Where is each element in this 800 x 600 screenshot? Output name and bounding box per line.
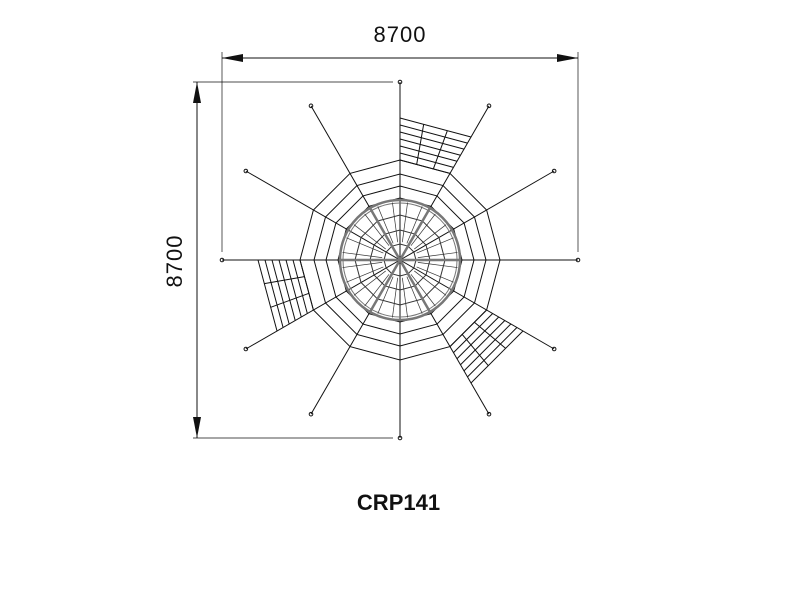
inner-net-line <box>417 262 458 268</box>
anchor-point-icon <box>308 103 314 109</box>
inner-net-line <box>392 202 398 243</box>
ladder-rung <box>399 138 461 156</box>
ladder-rung <box>285 259 302 318</box>
ladder-rung <box>399 131 465 150</box>
ladder-rung <box>399 152 454 168</box>
inner-net-line <box>353 270 386 296</box>
ladder-rung <box>470 330 524 384</box>
anchor-point-icon <box>486 103 492 109</box>
ladder-rail <box>416 124 425 165</box>
net-ring <box>313 173 487 347</box>
ladder-rung <box>292 259 308 314</box>
ladder-rung <box>456 316 500 360</box>
ladder-rung <box>271 259 290 325</box>
inner-beam <box>368 207 432 313</box>
ladder-rung <box>264 259 284 328</box>
inner-net-line <box>410 213 436 246</box>
ladder-rung <box>399 145 458 162</box>
anchor-point-icon <box>243 346 249 352</box>
inner-net-line <box>417 252 458 258</box>
ladder-rung <box>467 327 518 378</box>
anchor-point-icon <box>551 346 557 352</box>
ladder-rung <box>399 124 468 144</box>
inner-net-line <box>342 262 383 268</box>
inner-net-line <box>377 276 394 314</box>
ladder-rail <box>432 130 448 170</box>
ladder-rung <box>460 320 506 366</box>
spoke-rope <box>245 170 401 261</box>
inner-net-line <box>392 277 398 318</box>
inner-net-line <box>353 224 386 250</box>
width-dimension-label: 8700 <box>373 22 427 47</box>
anchor-point-icon <box>219 257 225 263</box>
inner-net-line <box>414 224 447 250</box>
height-dimension-label: 8700 <box>162 234 187 288</box>
inner-net-line <box>377 206 394 244</box>
anchor-point-icon <box>486 411 492 417</box>
anchor-point-icon <box>397 79 403 85</box>
ladder-rung <box>399 159 451 174</box>
inner-net-line <box>364 274 390 307</box>
inner-net-line <box>346 237 384 254</box>
anchor-point-icon <box>551 168 557 174</box>
anchor-point-icon <box>308 411 314 417</box>
anchor-point-icon <box>575 257 581 263</box>
inner-net-line <box>406 206 423 244</box>
ladder-rung <box>278 259 296 321</box>
inner-net-line <box>416 266 454 283</box>
net-ring <box>337 197 463 323</box>
ladder-rail <box>461 334 489 366</box>
inner-net-line <box>414 270 447 296</box>
ladder-rung <box>299 259 314 311</box>
inner-net-line <box>416 237 454 254</box>
ladder-rail <box>264 276 305 285</box>
ladder-rung <box>399 117 472 138</box>
anchor-point-icon <box>397 435 403 441</box>
inner-net-line <box>346 266 384 283</box>
spoke-rope <box>399 259 555 350</box>
arrow-up-icon <box>193 82 201 103</box>
ladder-rail <box>474 321 506 349</box>
anchor-point-icon <box>243 168 249 174</box>
arrow-down-icon <box>193 417 201 438</box>
inner-net-line <box>402 277 408 318</box>
ladder-rail <box>270 292 310 308</box>
spoke-rope <box>399 170 555 261</box>
ladder-rung <box>463 323 512 372</box>
inner-net-line <box>410 274 436 307</box>
inner-net-line <box>402 202 408 243</box>
product-code: CRP141 <box>356 490 441 515</box>
ladder-rung <box>449 309 487 347</box>
inner-net-line <box>406 276 423 314</box>
inner-net-line <box>342 252 383 258</box>
arrow-left-icon <box>222 54 243 62</box>
ladder-rung <box>257 259 278 332</box>
ladder-rung <box>453 313 494 354</box>
arrow-right-icon <box>557 54 578 62</box>
inner-net-line <box>364 213 390 246</box>
net-ring <box>325 185 475 335</box>
